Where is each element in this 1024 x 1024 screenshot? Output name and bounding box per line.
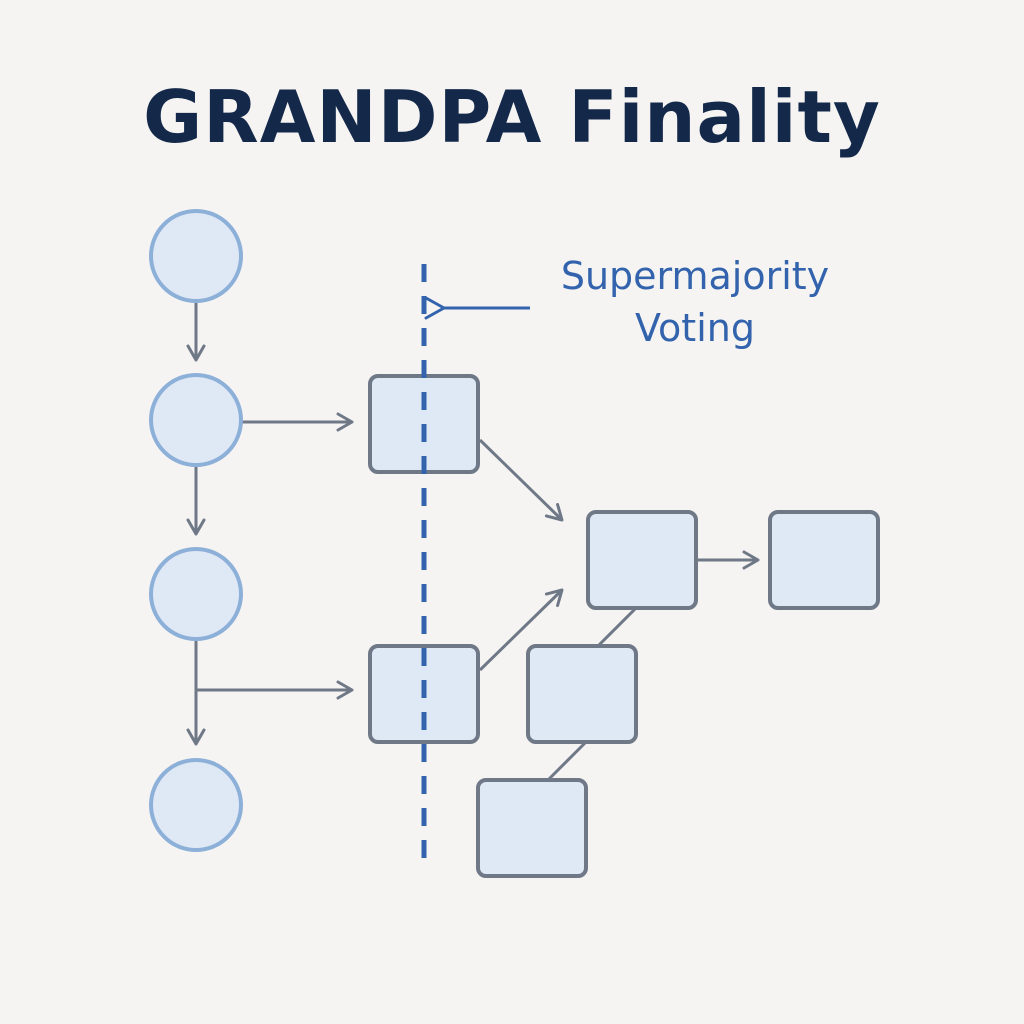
chain-blocks — [149, 209, 243, 852]
fork-boxes — [476, 510, 880, 878]
arrow-vote-lower-to-center — [478, 588, 564, 672]
fork-box-mid — [526, 644, 638, 744]
chain-block-2 — [149, 373, 243, 467]
fork-arrows — [478, 438, 760, 782]
fork-box-bottom — [476, 778, 588, 878]
chain-block-3 — [149, 547, 243, 641]
supermajority-voting-label: Supermajority Voting — [500, 250, 890, 354]
vote-arrows — [196, 412, 354, 700]
fork-box-right — [768, 510, 880, 610]
annotation-line-2: Voting — [635, 306, 755, 350]
chain-block-1 — [149, 209, 243, 303]
link-center-to-mid — [596, 606, 638, 648]
link-mid-to-bottom — [546, 740, 588, 782]
page-title: GRANDPA Finality — [143, 75, 881, 159]
annotation-line-1: Supermajority — [560, 254, 830, 298]
chain-block-4 — [149, 758, 243, 852]
arrow-vote-upper-to-center — [478, 438, 564, 522]
fork-box-center — [586, 510, 698, 610]
